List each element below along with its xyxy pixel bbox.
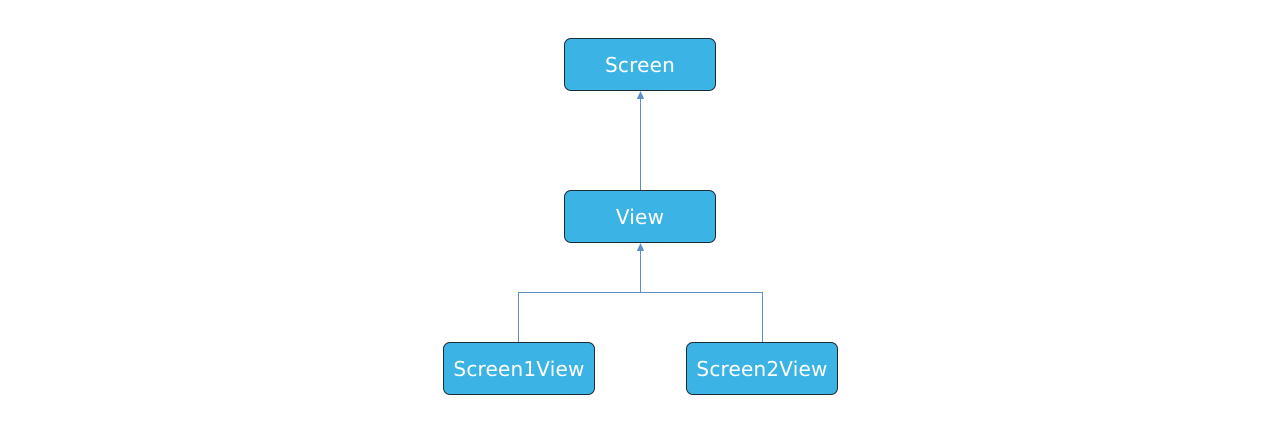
node-screen2view: Screen2View [686, 342, 838, 395]
edge-screen2view-to-view [640, 292, 763, 342]
arrowhead-view [636, 243, 645, 251]
connectors [518, 98, 763, 342]
node-screen2view-label: Screen2View [696, 356, 828, 381]
node-screen1view-label: Screen1View [453, 356, 585, 381]
arrowhead-screen [636, 91, 645, 99]
node-screen-label: Screen [605, 52, 675, 77]
edge-screen1view-to-view [518, 292, 641, 342]
arrowheads [636, 91, 645, 251]
node-screen1view: Screen1View [443, 342, 595, 395]
node-view-label: View [615, 204, 665, 229]
node-screen: Screen [564, 38, 716, 91]
node-view: View [564, 190, 716, 243]
